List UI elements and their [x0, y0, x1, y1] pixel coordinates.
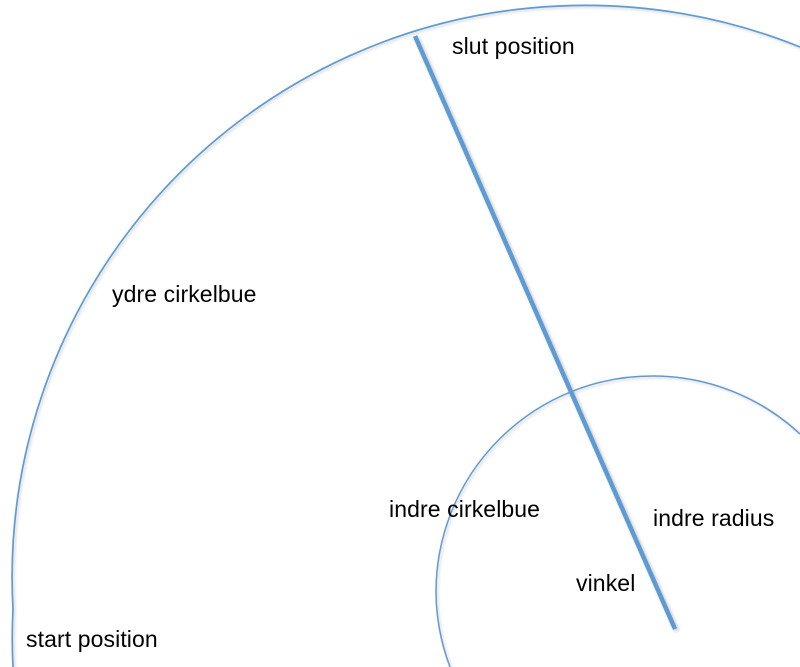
- label-slut-position: slut position: [452, 33, 575, 59]
- radius-line: [412, 35, 678, 630]
- label-indre-radius: indre radius: [653, 505, 775, 531]
- label-start-position: start position: [26, 626, 158, 652]
- label-indre-cirkelbue: indre cirkelbue: [389, 496, 541, 522]
- outer-arc: [11, 4, 800, 667]
- label-vinkel: vinkel: [576, 570, 636, 596]
- inner-arc: [435, 375, 800, 667]
- label-ydre-cirkelbue: ydre cirkelbue: [112, 281, 257, 307]
